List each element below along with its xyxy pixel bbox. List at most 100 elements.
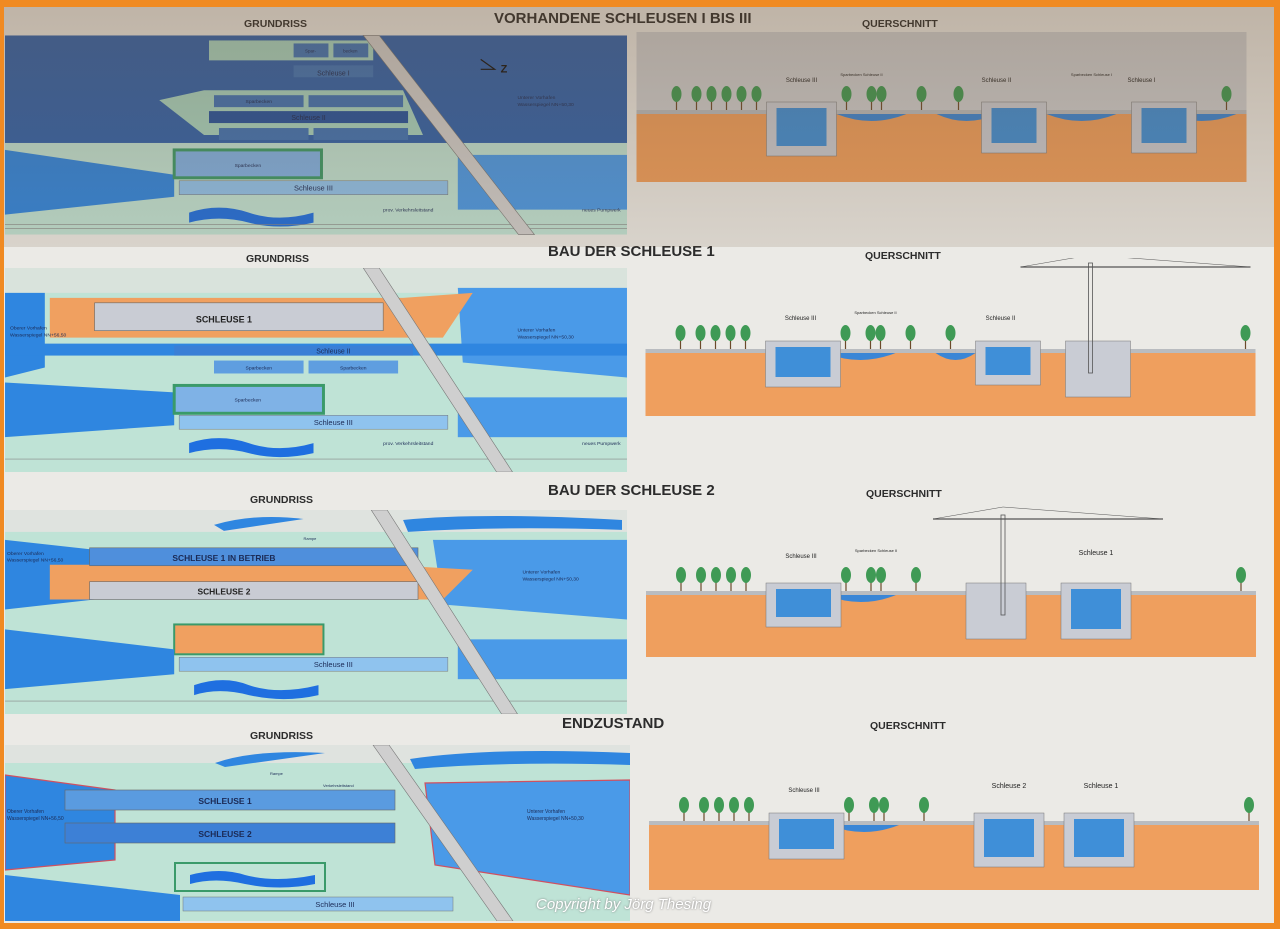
- tree-icon: [695, 325, 706, 341]
- plan-existing-locks: Spar- becken Schleuse I Sparbecken Schle…: [5, 35, 627, 235]
- tree-icon: [1244, 797, 1254, 813]
- tree-icon: [675, 325, 686, 341]
- tree-icon: [729, 797, 739, 813]
- tree-icon: [866, 86, 877, 102]
- svg-text:Schleuse III: Schleuse III: [788, 788, 820, 794]
- svg-text:Schleuse II: Schleuse II: [982, 78, 1012, 84]
- section-title: QUERSCHNITT: [870, 720, 946, 732]
- ground: [645, 353, 1256, 416]
- tree-icon: [710, 325, 721, 341]
- svg-text:Sparbecken Schleuse II: Sparbecken Schleuse II: [840, 72, 882, 77]
- band-title: ENDZUSTAND: [562, 715, 665, 732]
- svg-text:Wasserspiegel NN+50,30: Wasserspiegel NN+50,30: [527, 816, 584, 822]
- tree-icon: [841, 86, 852, 102]
- svg-text:neues Pumpwerk: neues Pumpwerk: [582, 441, 621, 447]
- tree-icon: [721, 86, 732, 102]
- svg-text:Rampe: Rampe: [304, 536, 318, 541]
- embankment: [646, 591, 1256, 595]
- crane-mast: [1000, 514, 1006, 616]
- svg-text:Sparbecken: Sparbecken: [235, 397, 262, 403]
- section-construction-lock-2: Schleuse III Schleuse 1 Sparbecken Schle…: [646, 506, 1256, 657]
- lock-chamber: [1071, 589, 1121, 629]
- tree-icon: [911, 567, 921, 583]
- tree-icon: [945, 325, 956, 341]
- tree-icon: [876, 567, 886, 583]
- tree-icon: [741, 567, 751, 583]
- tree-icon: [714, 797, 724, 813]
- lock-chamber: [984, 819, 1034, 857]
- tree-icon: [676, 567, 686, 583]
- embankment: [649, 821, 1259, 825]
- plan-title: GRUNDRISS: [244, 18, 308, 30]
- section-construction-lock-1: Schleuse III Schleuse II Sparbecken Schl…: [645, 258, 1256, 416]
- tree-icon: [876, 86, 887, 102]
- saving-basin: [1046, 114, 1117, 121]
- lock-chamber: [775, 347, 831, 377]
- tree-icon: [844, 797, 854, 813]
- svg-text:SCHLEUSE 1: SCHLEUSE 1: [198, 796, 252, 806]
- tree-icon: [691, 86, 702, 102]
- tree-icon: [671, 86, 682, 102]
- svg-text:Sparbecken: Sparbecken: [340, 366, 367, 372]
- svg-text:Schleuse 1: Schleuse 1: [1079, 550, 1114, 557]
- ground: [649, 825, 1259, 890]
- svg-text:Rampe: Rampe: [270, 771, 284, 776]
- plan-construction-lock-2: SCHLEUSE 1 IN BETRIEB SCHLEUSE 2 Oberer …: [5, 510, 627, 714]
- svg-text:Unterer Vorhafen: Unterer Vorhafen: [518, 95, 556, 101]
- svg-text:Wasserspiegel NN+56,50: Wasserspiegel NN+56,50: [7, 558, 64, 564]
- section-final-state: Schleuse III Schleuse 2 Schleuse 1: [649, 783, 1259, 890]
- svg-text:Schleuse II: Schleuse II: [291, 115, 325, 122]
- svg-text:Sparbecken: Sparbecken: [246, 99, 273, 105]
- tree-icon: [1236, 567, 1246, 583]
- plan-title: GRUNDRISS: [250, 730, 314, 742]
- tree-icon: [916, 86, 927, 102]
- svg-text:prov. Verkehrsleitstand: prov. Verkehrsleitstand: [383, 208, 433, 214]
- saving-basin: [825, 353, 896, 360]
- svg-text:Wasserspiegel NN+56,50: Wasserspiegel NN+56,50: [10, 333, 67, 339]
- embankment: [645, 349, 1256, 353]
- svg-text:Wasserspiegel NN+56,50: Wasserspiegel NN+56,50: [7, 816, 64, 822]
- section-title: QUERSCHNITT: [862, 18, 938, 30]
- svg-text:Sparbecken Schleuse II: Sparbecken Schleuse II: [855, 548, 897, 553]
- lock-chamber: [985, 347, 1031, 375]
- svg-text:SCHLEUSE 1 IN BETRIEB: SCHLEUSE 1 IN BETRIEB: [172, 553, 275, 563]
- svg-text:Schleuse 1: Schleuse 1: [1084, 783, 1119, 790]
- tree-icon: [953, 86, 964, 102]
- svg-text:Spar-: Spar-: [305, 48, 316, 53]
- svg-text:Schleuse III: Schleuse III: [785, 554, 817, 560]
- tree-icon: [865, 325, 876, 341]
- lock-chamber: [779, 819, 834, 849]
- svg-text:SCHLEUSE 2: SCHLEUSE 2: [198, 829, 252, 839]
- svg-text:Unterer Vorhafen: Unterer Vorhafen: [518, 328, 556, 334]
- tree-icon: [869, 797, 879, 813]
- tree-icon: [879, 797, 889, 813]
- crane-mast: [1088, 262, 1093, 374]
- copyright-watermark: Copyright by Jörg Thesing: [536, 896, 712, 913]
- svg-text:neues Pumpwerk: neues Pumpwerk: [582, 208, 621, 214]
- plan-title: GRUNDRISS: [250, 494, 314, 506]
- svg-text:Sparbecken: Sparbecken: [235, 163, 262, 169]
- svg-text:Schleuse III: Schleuse III: [314, 660, 353, 669]
- tree-icon: [751, 86, 762, 102]
- tree-icon: [919, 797, 929, 813]
- section-existing-locks: Schleuse III Schleuse II Schleuse I Spar…: [636, 32, 1247, 182]
- tree-icon: [905, 325, 916, 341]
- plan-construction-lock-1: SCHLEUSE 1 Schleuse II Oberer Vorhafen W…: [5, 268, 627, 472]
- svg-text:Wasserspiegel NN+50,30: Wasserspiegel NN+50,30: [518, 335, 575, 341]
- svg-text:prov. Verkehrsleitstand: prov. Verkehrsleitstand: [383, 441, 433, 447]
- band-title: BAU DER SCHLEUSE 2: [548, 482, 715, 499]
- saving-basin: [829, 825, 899, 832]
- svg-text:Schleuse I: Schleuse I: [317, 70, 350, 77]
- svg-text:Schleuse III: Schleuse III: [785, 316, 817, 322]
- crane-cable: [1127, 258, 1251, 268]
- svg-text:Z: Z: [501, 63, 508, 75]
- lock-chamber: [976, 589, 1016, 629]
- plan-title: GRUNDRISS: [246, 253, 310, 265]
- svg-text:Oberer Vorhafen: Oberer Vorhafen: [7, 809, 44, 815]
- tree-icon: [1221, 86, 1232, 102]
- plan-final-state: SCHLEUSE 1 SCHLEUSE 2 Oberer Vorhafen Wa…: [5, 745, 630, 921]
- svg-text:Schleuse III: Schleuse III: [315, 900, 354, 909]
- tree-icon: [726, 567, 736, 583]
- crane-cable: [1020, 258, 1075, 268]
- svg-text:Schleuse 2: Schleuse 2: [992, 783, 1027, 790]
